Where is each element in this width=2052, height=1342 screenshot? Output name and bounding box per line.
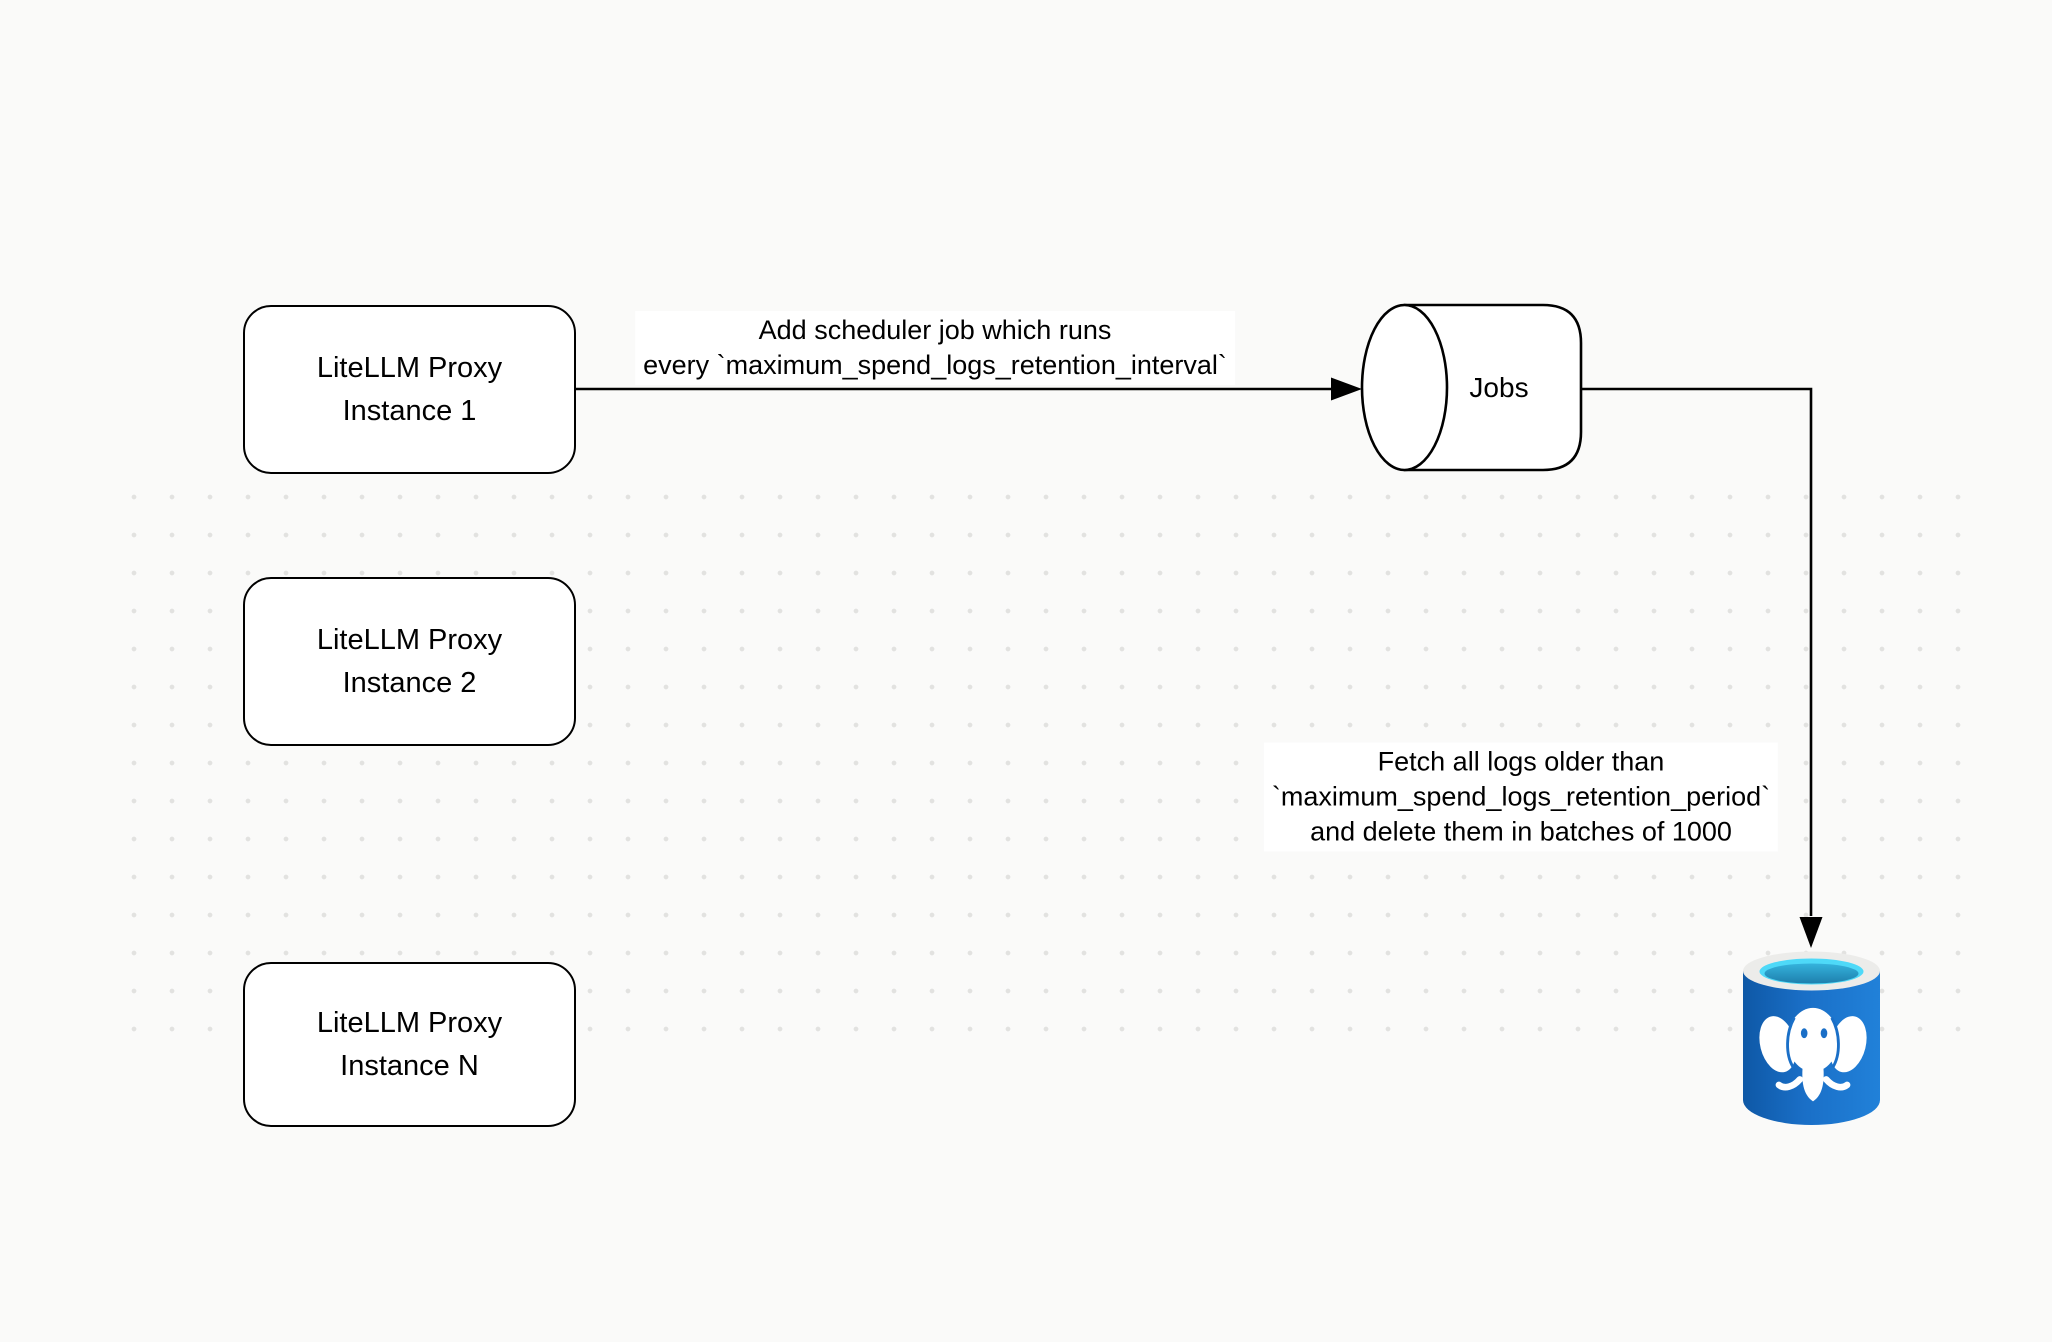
jobs-cylinder-shape: [1360, 303, 1583, 472]
edge-fetch-arrowhead-icon: [1799, 917, 1823, 948]
node-litellm-proxy-instance-1: LiteLLM Proxy Instance 1: [243, 305, 576, 474]
edge-label-fetch-delete-logs: Fetch all logs older than `maximum_spend…: [1263, 742, 1779, 852]
edge-label-add-scheduler-job: Add scheduler job which runs every `maxi…: [635, 311, 1235, 385]
edge-fetch-line: [1582, 387, 1813, 916]
postgres-pool: [1764, 963, 1859, 984]
node-litellm-proxy-instance-2: LiteLLM Proxy Instance 2: [243, 577, 576, 746]
jobs-node-label: Jobs: [1469, 372, 1529, 403]
node-litellm-proxy-instance-n: LiteLLM Proxy Instance N: [243, 962, 576, 1127]
postgresql-database-icon: [1743, 951, 1880, 1125]
edge-schedule-arrowhead-icon: [1331, 377, 1362, 401]
postgres-elephant-icon: [1759, 1007, 1867, 1102]
